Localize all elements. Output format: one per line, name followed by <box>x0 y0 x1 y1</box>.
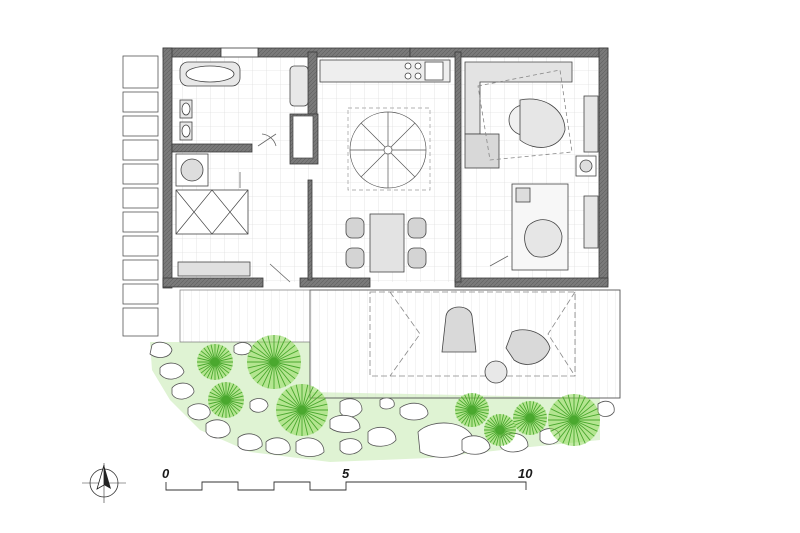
door-swings <box>239 133 509 283</box>
dining-chair <box>407 247 427 269</box>
garden-stones <box>149 341 615 458</box>
side-path <box>179 289 311 343</box>
front-window <box>220 47 259 58</box>
terrace-furniture <box>441 306 551 384</box>
spiral-staircase <box>347 107 431 191</box>
shrub <box>197 344 233 380</box>
paving-stones <box>122 55 159 337</box>
terrace-side-table <box>484 360 508 384</box>
terrace-lounge-chair-2 <box>505 329 551 365</box>
north-arrow-icon <box>82 463 126 503</box>
dining-table <box>369 213 405 273</box>
kitchen <box>319 59 451 83</box>
shrub <box>276 384 328 436</box>
scale-bar <box>165 481 527 491</box>
bathroom <box>175 61 309 277</box>
scale-label-10: 10 <box>518 466 533 481</box>
dining-chair <box>345 217 365 239</box>
lounge-chair <box>519 98 566 148</box>
walls <box>162 47 609 289</box>
living-room <box>464 61 599 271</box>
dining-chair <box>345 247 365 269</box>
bathtub-2 <box>289 65 309 107</box>
shrub <box>513 401 547 435</box>
shrub <box>247 335 301 389</box>
shrubs <box>197 335 600 446</box>
scale-label-0: 0 <box>162 466 170 481</box>
dining-set <box>345 213 427 273</box>
shrub <box>455 393 489 427</box>
bean-chair <box>524 219 563 258</box>
dining-chair <box>407 217 427 239</box>
armchair-block <box>464 133 500 169</box>
rug-living <box>477 69 573 161</box>
shrub <box>548 394 600 446</box>
terrace-awning-lines <box>389 291 576 377</box>
storage-cabinet <box>175 189 249 235</box>
hall-bench <box>177 261 251 277</box>
scale-label-5: 5 <box>342 466 350 481</box>
shrub <box>208 382 244 418</box>
bookshelf <box>583 195 599 249</box>
tv-console <box>583 95 599 153</box>
shrub <box>484 414 516 446</box>
ottoman <box>515 187 531 203</box>
column-grid <box>292 115 314 159</box>
terrace-rug <box>369 291 576 377</box>
terrace-lounge-chair <box>441 306 477 353</box>
